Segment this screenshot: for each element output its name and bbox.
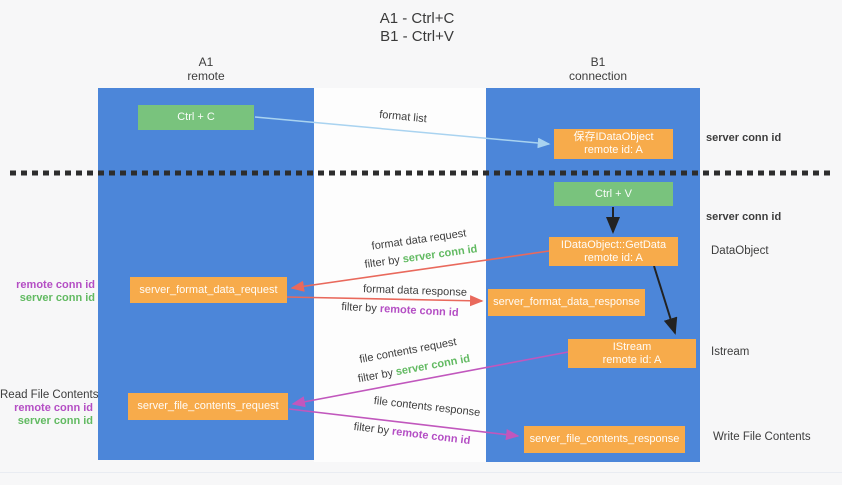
node-server-file-contents-request: server_file_contents_request xyxy=(128,393,288,420)
server-conn-id-annotation: server conn id xyxy=(17,415,93,427)
node-server-file-contents-response: server_file_contents_response xyxy=(524,426,685,453)
node-ctrl-v: Ctrl + V xyxy=(554,182,673,206)
node-ctrl-v-label: Ctrl + V xyxy=(595,187,632,200)
lifeline-header-a1: A1 remote xyxy=(146,55,266,83)
write-file-contents-annotation: Write File Contents xyxy=(713,431,811,443)
lifeline-b1-id: B1 xyxy=(590,55,606,69)
node-save-idataobject-line2: remote id: A xyxy=(584,144,643,156)
dataobject-annotation: DataObject xyxy=(711,245,769,257)
istream-annotation: Istream xyxy=(711,346,750,358)
title-line-a1: A1 - Ctrl+C xyxy=(379,10,455,27)
title-line-b1: B1 - Ctrl+V xyxy=(380,28,454,45)
node-idataobject-getdata-line2: remote id: A xyxy=(584,251,643,264)
node-ctrl-c: Ctrl + C xyxy=(138,105,254,130)
remote-conn-id-annotation: remote conn id xyxy=(14,402,93,414)
lifeline-a1-role: remote xyxy=(187,69,225,83)
node-idataobject-getdata-line1: IDataObject::GetData xyxy=(560,238,667,251)
node-server-format-data-response: server_format_data_response xyxy=(488,289,645,316)
window-bottom-edge xyxy=(0,472,842,473)
read-file-block: Read File Contents remote conn id server… xyxy=(0,389,99,428)
node-save-idataobject-line1: 保存IDataObject xyxy=(573,131,654,143)
node-ctrl-c-label: Ctrl + C xyxy=(177,111,215,123)
node-istream: IStream remote id: A xyxy=(568,339,696,368)
node-server-format-data-request: server_format_data_request xyxy=(130,277,287,303)
node-server-file-contents-request-label: server_file_contents_request xyxy=(137,400,279,412)
server-conn-id-annotation: server conn id xyxy=(19,292,95,304)
node-istream-line2: remote id: A xyxy=(602,353,662,366)
node-server-format-data-response-label: server_format_data_response xyxy=(493,296,640,308)
conn-id-pair-format: remote conn id server conn id xyxy=(0,279,95,305)
node-idataobject-getdata: IDataObject::GetData remote id: A xyxy=(549,237,678,266)
diagram-title: A1 - Ctrl+C B1 - Ctrl+V xyxy=(297,10,537,46)
lifeline-a1-id: A1 xyxy=(198,55,214,69)
lifeline-b1-role: connection xyxy=(568,69,628,83)
node-server-file-contents-response-label: server_file_contents_response xyxy=(529,433,680,445)
server-conn-id-annotation-mid: server conn id xyxy=(706,211,782,223)
node-save-idataobject: 保存IDataObject remote id: A xyxy=(554,129,673,159)
server-conn-id-annotation-top: server conn id xyxy=(706,132,782,144)
read-file-contents-annotation: Read File Contents xyxy=(0,389,99,401)
remote-conn-id-annotation: remote conn id xyxy=(16,279,95,291)
filter-by-text: filter by xyxy=(341,300,381,315)
lifeline-header-b1: B1 connection xyxy=(538,55,658,83)
node-istream-line1: IStream xyxy=(612,340,652,353)
node-server-format-data-request-label: server_format_data_request xyxy=(139,283,278,296)
